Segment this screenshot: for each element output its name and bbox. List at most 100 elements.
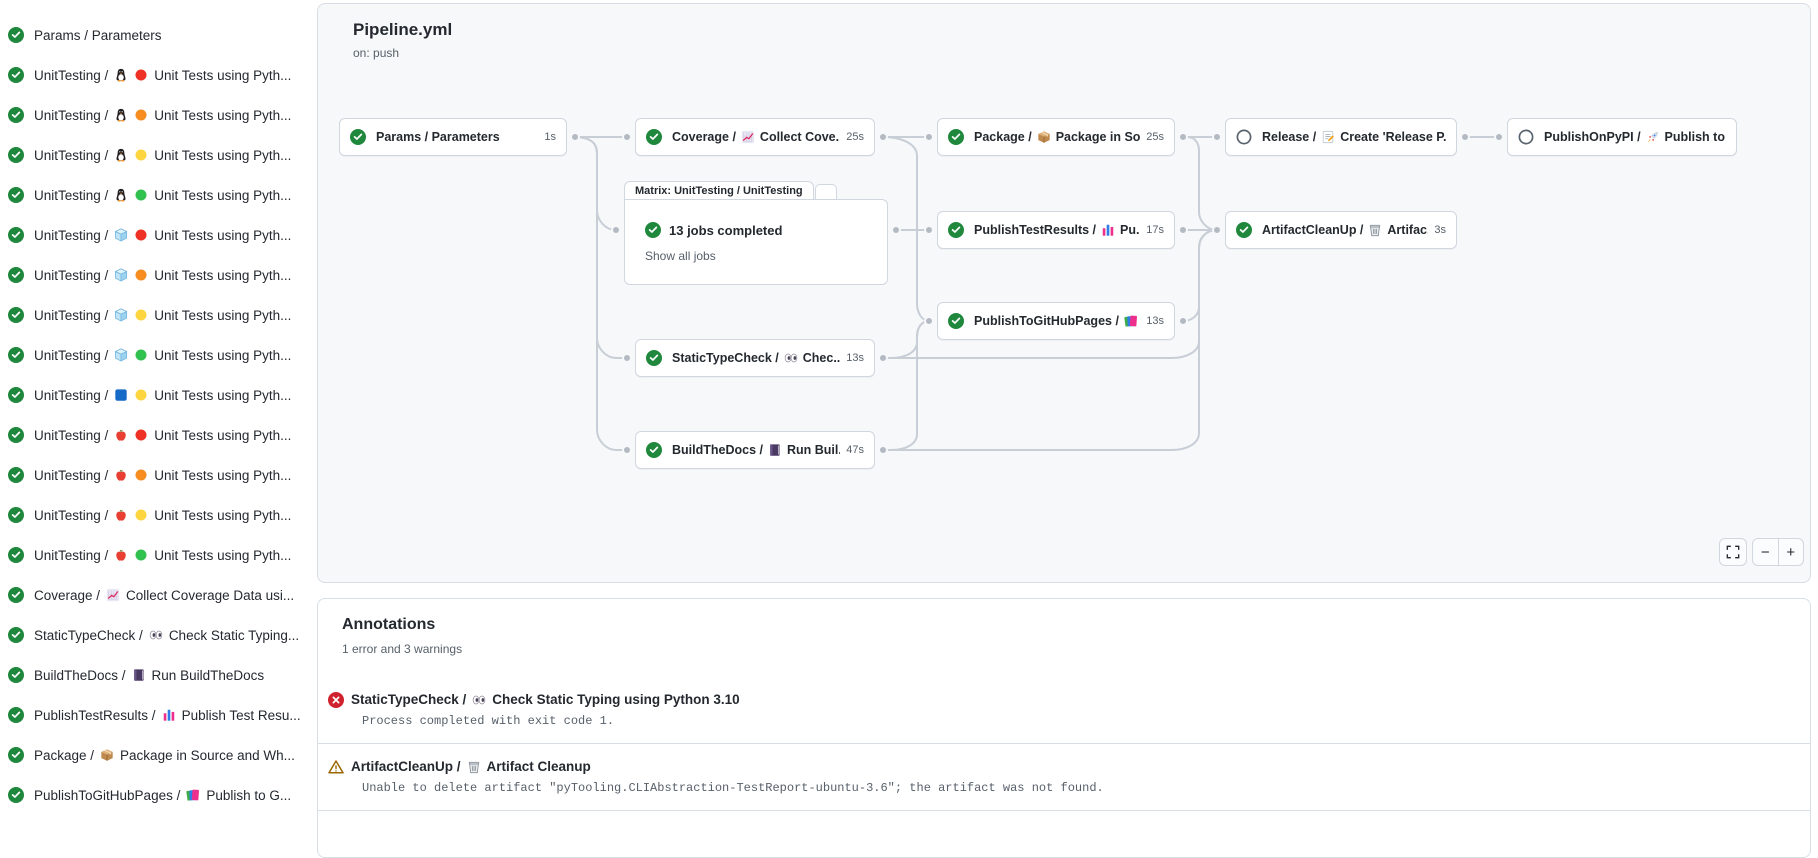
workflow-graph[interactable]: Pipeline.yml on: push Matrix: UnitTestin… [317,3,1811,583]
label-text: UnitTesting / [34,427,109,443]
job-list-item[interactable]: UnitTesting /Unit Tests using Pyth... [0,95,312,135]
job-label: UnitTesting /Unit Tests using Pyth... [31,348,294,363]
node-duration: 25s [846,131,864,143]
label-text: UnitTesting / [34,67,109,83]
label-text: Unit Tests using Pyth... [154,187,292,203]
job-label: UnitTesting /Unit Tests using Pyth... [31,428,294,443]
node-label: PublishToGitHubPages /... [972,314,1140,328]
penguin-icon [114,188,128,202]
job-list-item[interactable]: UnitTesting /Unit Tests using Pyth... [0,335,312,375]
graph-node-publish_test_results[interactable]: PublishTestResults /Pu...17s [937,211,1175,249]
label-text: Unit Tests using Pyth... [154,147,292,163]
job-list-item[interactable]: UnitTesting /Unit Tests using Pyth... [0,535,312,575]
label-text: Run BuildTheDocs [151,667,265,683]
show-all-jobs-link[interactable]: Show all jobs [645,249,716,263]
label-text: Check Static Typing... [168,627,300,643]
job-list-item[interactable]: UnitTesting /Unit Tests using Pyth... [0,135,312,175]
orange-circle-icon [134,468,148,482]
eyes-icon [149,628,163,642]
wastebasket-icon [467,760,481,774]
check-circle-icon [8,467,24,483]
job-label: Params / Parameters [31,28,165,43]
check-circle-icon [8,67,24,83]
annotation-title[interactable]: ArtifactCleanUp /Artifact Cleanup [348,758,594,776]
label-text: PublishToGitHubPages / [34,787,181,803]
label-text: PublishTestResults / [974,223,1097,237]
job-list-item[interactable]: Params / Parameters [0,15,312,55]
annotation-message: Unable to delete artifact "pyTooling.CLI… [362,781,1104,795]
label-text: UnitTesting / [34,467,109,483]
node-label: Coverage /Collect Cove... [670,130,840,144]
eyes-icon [472,693,486,707]
matrix-group[interactable]: 13 jobs completed Show all jobs [624,199,888,285]
label-text: UnitTesting / [34,187,109,203]
job-list-item[interactable]: UnitTesting /Unit Tests using Pyth... [0,255,312,295]
yellow-circle-icon [134,388,148,402]
job-list-item[interactable]: PublishTestResults /Publish Test Resu... [0,695,312,735]
label-text: ArtifactCleanUp / [1262,223,1364,237]
label-text: Unit Tests using Pyth... [154,307,292,323]
job-label: PublishTestResults /Publish Test Resu... [31,708,304,723]
label-text: Coverage / [34,587,101,603]
orange-circle-icon [134,268,148,282]
orange-circle-icon [134,108,148,122]
fullscreen-button[interactable] [1719,538,1747,566]
job-list-item[interactable]: UnitTesting /Unit Tests using Pyth... [0,495,312,535]
node-duration: 47s [846,444,864,456]
yellow-circle-icon [134,308,148,322]
job-list-item[interactable]: PublishToGitHubPages / Publish to G... [0,775,312,815]
zoom-in-button[interactable]: + [1777,539,1804,565]
node-label: PublishOnPyPI /Publish to ... [1542,130,1726,144]
job-list-item[interactable]: StaticTypeCheck / Check Static Typing... [0,615,312,655]
annotation-content: StaticTypeCheck /Check Static Typing usi… [348,691,743,729]
zoom-out-button[interactable]: − [1760,543,1770,561]
annotation-title[interactable]: StaticTypeCheck /Check Static Typing usi… [348,691,743,709]
job-list-item[interactable]: UnitTesting /Unit Tests using Pyth... [0,415,312,455]
package-icon [1037,130,1051,144]
node-duration: 3s [1434,224,1446,236]
label-text: Chec... [802,351,841,365]
job-list-item[interactable]: UnitTesting /Unit Tests using Pyth... [0,375,312,415]
graph-node-release[interactable]: Release /Create 'Release P... [1225,118,1457,156]
job-list-item[interactable]: UnitTesting /Unit Tests using Pyth... [0,55,312,95]
zoom-controls: − + [1752,538,1804,566]
job-list-item[interactable]: UnitTesting /Unit Tests using Pyth... [0,215,312,255]
graph-node-coverage[interactable]: Coverage /Collect Cove... 25s [635,118,875,156]
workflow-edges [570,132,1504,455]
check-circle-icon [645,222,661,238]
penguin-icon [114,148,128,162]
apple-icon [114,548,128,562]
blue-square-icon [114,388,128,402]
check-circle-icon [8,507,24,523]
label-text: Publish to G... [206,787,292,803]
node-duration: 25s [1146,131,1164,143]
green-circle-icon [134,348,148,362]
label-text: StaticTypeCheck / [34,627,143,643]
check-circle-icon [8,387,24,403]
graph-node-build_the_docs[interactable]: BuildTheDocs /Run Buil...47s [635,431,875,469]
matrix-tab: Matrix: UnitTesting / UnitTesting [624,181,814,200]
job-list-item[interactable]: Coverage /Collect Coverage Data usi... [0,575,312,615]
job-list-item[interactable]: UnitTesting /Unit Tests using Pyth... [0,455,312,495]
job-list-item[interactable]: UnitTesting /Unit Tests using Pyth... [0,295,312,335]
label-text: Run Buil... [786,443,840,457]
job-label: Coverage /Collect Coverage Data usi... [31,588,297,603]
job-list-item[interactable]: Package /Package in Source and Wh... [0,735,312,775]
job-label: UnitTesting / Unit Tests using Pyth... [31,188,294,203]
label-text: StaticTypeCheck / [351,692,467,707]
graph-node-package[interactable]: Package /Package in So...25s [937,118,1175,156]
skipped-circle-icon [1518,129,1534,145]
label-text: Artifac... [1387,223,1428,237]
job-list-item[interactable]: UnitTesting / Unit Tests using Pyth... [0,175,312,215]
graph-node-publish_to_github_pages[interactable]: PublishToGitHubPages /...13s [937,302,1175,340]
graph-node-publish_on_pypi[interactable]: PublishOnPyPI /Publish to ... [1507,118,1737,156]
chart-increasing-icon [741,130,755,144]
job-list-item[interactable]: BuildTheDocs /Run BuildTheDocs [0,655,312,695]
yellow-circle-icon [134,148,148,162]
graph-node-artifact_cleanup[interactable]: ArtifactCleanUp / Artifac... 3s [1225,211,1457,249]
check-circle-icon [8,307,24,323]
graph-node-static_type_check[interactable]: StaticTypeCheck /Chec...13s [635,339,875,377]
